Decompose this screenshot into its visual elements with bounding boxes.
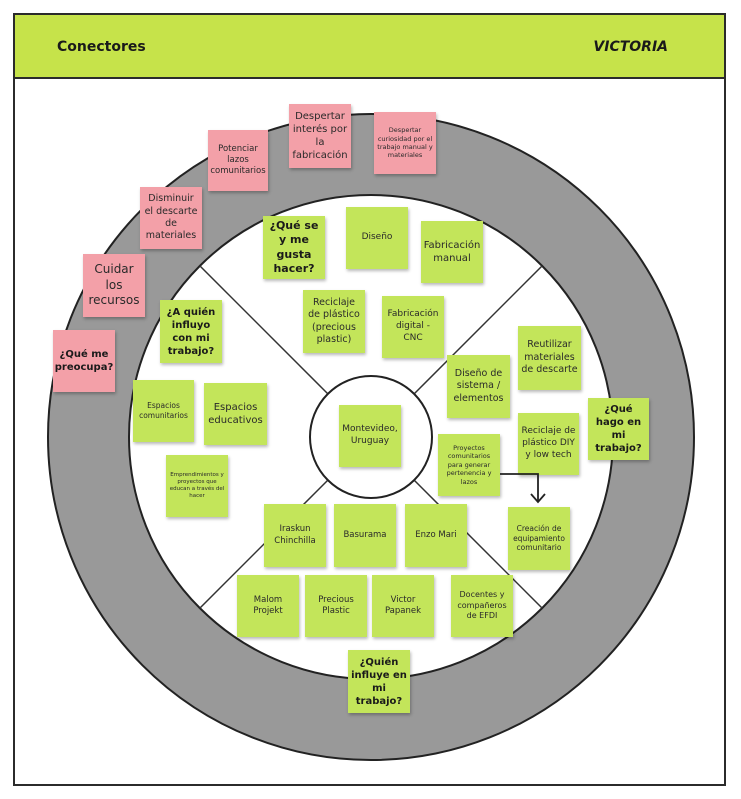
sticky-note-diseno-sistema[interactable]: Diseño de sistema / elementos: [447, 355, 510, 418]
sticky-note-cuidar-recursos[interactable]: Cuidar los recursos: [83, 254, 145, 317]
sticky-note-despertar-interes[interactable]: Despertar interés por la fabricación: [289, 104, 351, 168]
sticky-note-diseno[interactable]: Diseño: [346, 207, 408, 269]
sticky-note-equipamiento-comunitario[interactable]: Creación de equipamiento comunitario: [508, 507, 570, 570]
sticky-note-enzo-mari[interactable]: Enzo Mari: [405, 504, 467, 567]
board-title: Conectores: [57, 39, 146, 55]
sticky-note-victor-papanek[interactable]: Victor Papanek: [372, 575, 434, 637]
divider-upper-left: [199, 265, 329, 395]
sticky-note-fabricacion-digital[interactable]: Fabricación digital - CNC: [382, 296, 444, 358]
sticky-note-espacios-comunitarios[interactable]: Espacios comunitarios: [133, 380, 194, 442]
sticky-note-proyectos-comunitarios[interactable]: Proyectos comunitarios para generar pert…: [438, 434, 500, 496]
sticky-note-que-se-hacer[interactable]: ¿Qué se y me gusta hacer?: [263, 216, 325, 279]
sticky-note-disminuir-descarte[interactable]: Disminuir el descarte de materiales: [140, 187, 202, 249]
sticky-note-basurama[interactable]: Basurama: [334, 504, 396, 567]
sticky-note-despertar-curiosidad[interactable]: Despertar curiosidad por el trabajo manu…: [374, 112, 436, 174]
sticky-note-malom-projekt[interactable]: Malom Projekt: [237, 575, 299, 637]
sticky-note-montevideo[interactable]: Montevideo, Uruguay: [339, 405, 401, 467]
sticky-note-reutilizar-materiales[interactable]: Reutilizar materiales de descarte: [518, 326, 581, 390]
divider-lower-right: [413, 479, 543, 609]
divider-upper-right: [413, 265, 543, 395]
sticky-note-potenciar-lazos[interactable]: Potenciar lazos comunitarios: [208, 130, 268, 191]
sticky-note-espacios-educativos[interactable]: Espacios educativos: [204, 383, 267, 445]
owner-name: VICTORIA: [593, 39, 668, 55]
sticky-note-reciclaje-plastico[interactable]: Reciclaje de plástico (precious plastic): [303, 290, 365, 353]
header-bar: Conectores VICTORIA: [13, 13, 726, 79]
sticky-note-iraskun-chinchilla[interactable]: Iraskun Chinchilla: [264, 504, 326, 567]
sticky-note-emprendimientos[interactable]: Emprendimientos y proyectos que educan a…: [166, 455, 228, 517]
sticky-note-precious-plastic[interactable]: Precious Plastic: [305, 575, 367, 637]
sticky-note-que-hago[interactable]: ¿Qué hago en mi trabajo?: [588, 398, 649, 460]
sticky-note-fabricacion-manual[interactable]: Fabricación manual: [421, 221, 483, 283]
sticky-note-docentes-efdi[interactable]: Docentes y compañeros de EFDI: [451, 575, 513, 637]
sticky-note-reciclaje-diy[interactable]: Reciclaje de plástico DIY y low tech: [518, 413, 579, 475]
sticky-note-que-me-preocupa[interactable]: ¿Qué me preocupa?: [53, 330, 115, 392]
sticky-note-quien-influye[interactable]: ¿Quién influye en mi trabajo?: [348, 650, 410, 713]
sticky-note-a-quien-influyo[interactable]: ¿A quién influyo con mi trabajo?: [160, 300, 222, 363]
